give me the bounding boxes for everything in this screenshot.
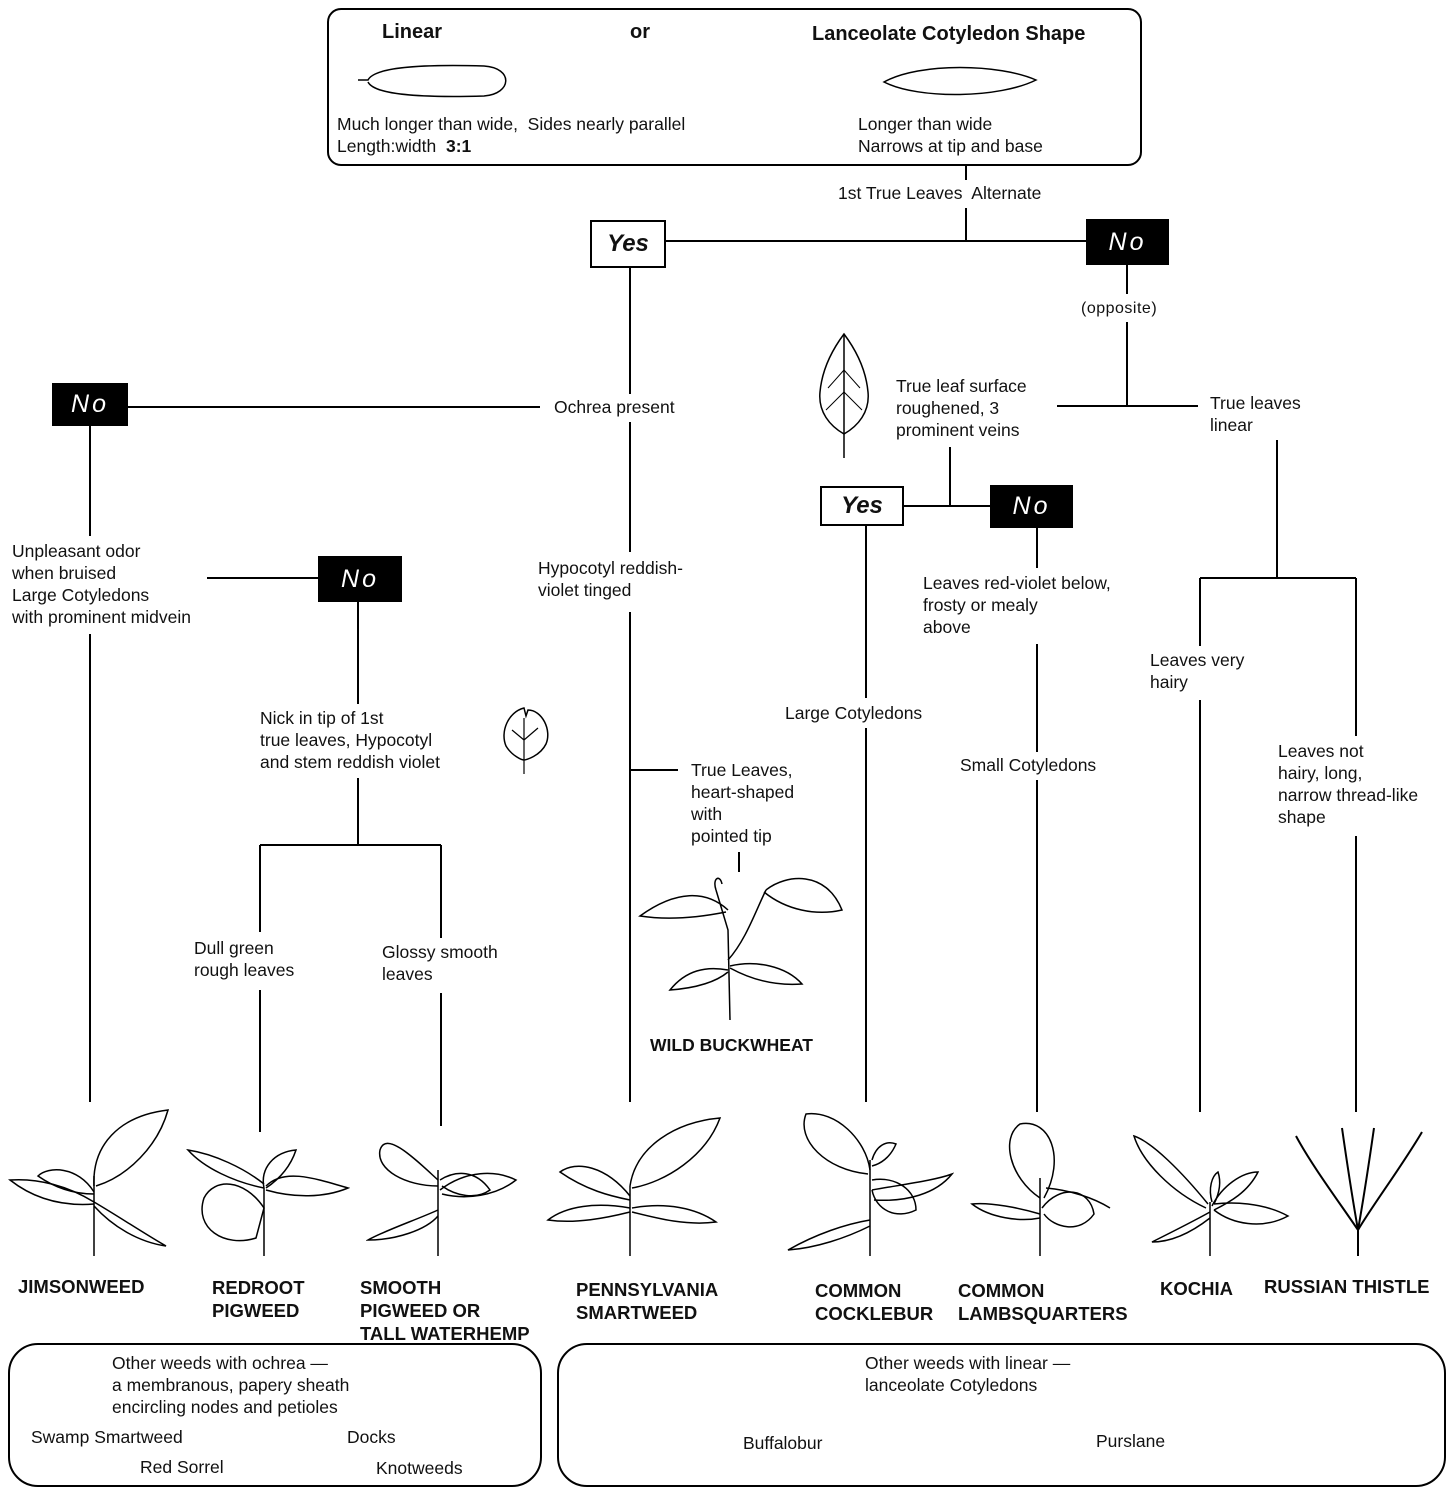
other-weed-knotweeds: Knotweeds <box>376 1458 463 1478</box>
clue-small-cotyledons: Small Cotyledons <box>960 755 1097 775</box>
weed-name-common-lambsquarters: COMMON LAMBSQUARTERS <box>958 1280 1128 1324</box>
other-weeds-linear-heading: Other weeds with linear — lanceolate Cot… <box>865 1353 1071 1395</box>
ratio-value: 3:1 <box>445 136 472 156</box>
question-true-leaves-linear: True leaves linear <box>1210 393 1301 435</box>
answer-yes-alternate: Yes <box>590 220 666 268</box>
weed-name-pennsylvania-smartweed: PENNSYLVANIA SMARTWEED <box>576 1279 719 1323</box>
nicked-leaf-icon <box>503 707 549 774</box>
clue-large-cotyledons: Large Cotyledons <box>785 703 923 723</box>
clue-leaves-very-hairy: Leaves very hairy <box>1150 650 1245 692</box>
question-roughened-leaf: True leaf surface roughened, 3 prominent… <box>896 376 1027 440</box>
weed-name-russian-thistle: RUSSIAN THISTLE <box>1264 1276 1430 1297</box>
answer-no-odor: No <box>318 556 402 602</box>
answer-yes-roughened: Yes <box>820 486 904 526</box>
weed-name-common-cocklebur: COMMON COCKLEBUR <box>815 1280 934 1324</box>
opposite-label: (opposite) <box>1081 300 1158 317</box>
lanceolate-cotyledon-icon <box>882 66 1038 96</box>
clue-nick-in-tip: Nick in tip of 1st true leaves, Hypocoty… <box>260 708 440 772</box>
lanceolate-label: Lanceolate Cotyledon Shape <box>812 23 1086 45</box>
lanceolate-description-1: Longer than wide <box>858 114 993 134</box>
redroot-pigweed-illustration <box>186 1148 350 1256</box>
weed-name-jimsonweed: JIMSONWEED <box>18 1276 145 1297</box>
ratio-label: Length:width <box>337 136 446 156</box>
jimsonweed-illustration <box>8 1109 170 1256</box>
clue-leaves-not-hairy: Leaves not hairy, long, narrow thread-li… <box>1278 741 1419 827</box>
linear-cotyledon-icon <box>358 64 507 98</box>
answer-no-ochrea: No <box>52 383 128 426</box>
answer-no-alternate: No <box>1086 219 1169 265</box>
roughened-leaf-icon <box>819 332 869 458</box>
linear-description-2: Length:width 3:1 <box>337 135 471 157</box>
clue-unpleasant-odor: Unpleasant odor when bruised Large Cotyl… <box>12 541 191 627</box>
weed-name-redroot-pigweed: REDROOT PIGWEED <box>212 1277 305 1321</box>
smooth-pigweed-illustration <box>366 1142 518 1256</box>
question-ochrea-present: Ochrea present <box>554 397 675 417</box>
kochia-illustration <box>1132 1134 1290 1256</box>
answer-no-roughened: No <box>990 485 1073 528</box>
other-weeds-ochrea-heading: Other weeds with ochrea — a membranous, … <box>112 1353 350 1417</box>
common-cocklebur-illustration <box>787 1112 954 1256</box>
linear-label: Linear <box>382 21 443 43</box>
or-label: or <box>630 21 650 43</box>
clue-glossy-smooth: Glossy smooth leaves <box>382 942 498 984</box>
clue-hypocotyl-reddish: Hypocotyl reddish- violet tinged <box>538 558 683 600</box>
question-first-true-leaves-alternate: 1st True Leaves Alternate <box>838 183 1042 203</box>
other-weed-buffalobur: Buffalobur <box>743 1433 823 1453</box>
other-weeds-linear-box <box>557 1343 1446 1487</box>
other-weed-red-sorrel: Red Sorrel <box>140 1457 224 1477</box>
other-weeds-ochrea-box <box>8 1343 542 1487</box>
weed-name-kochia: KOCHIA <box>1160 1278 1233 1299</box>
clue-leaves-red-violet: Leaves red-violet below, frosty or mealy… <box>923 573 1111 637</box>
wild-buckwheat-illustration <box>638 877 844 1021</box>
clue-heart-shaped: True Leaves, heart-shaped with pointed t… <box>691 760 795 846</box>
other-weed-swamp-smartweed: Swamp Smartweed <box>31 1427 183 1447</box>
pennsylvania-smartweed-illustration <box>546 1117 722 1256</box>
russian-thistle-illustration <box>1295 1127 1423 1256</box>
other-weed-docks: Docks <box>347 1427 396 1447</box>
other-weed-purslane: Purslane <box>1096 1431 1166 1451</box>
clue-dull-green: Dull green rough leaves <box>194 938 295 980</box>
weed-name-smooth-pigweed: SMOOTH PIGWEED OR TALL WATERHEMP <box>360 1277 530 1344</box>
cotyledon-shape-box <box>327 8 1142 166</box>
lanceolate-description-2: Narrows at tip and base <box>858 136 1043 156</box>
linear-description-1: Much longer than wide, Sides nearly para… <box>337 114 686 134</box>
weed-name-wild-buckwheat: WILD BUCKWHEAT <box>650 1035 813 1055</box>
common-lambsquarters-illustration <box>970 1122 1111 1256</box>
